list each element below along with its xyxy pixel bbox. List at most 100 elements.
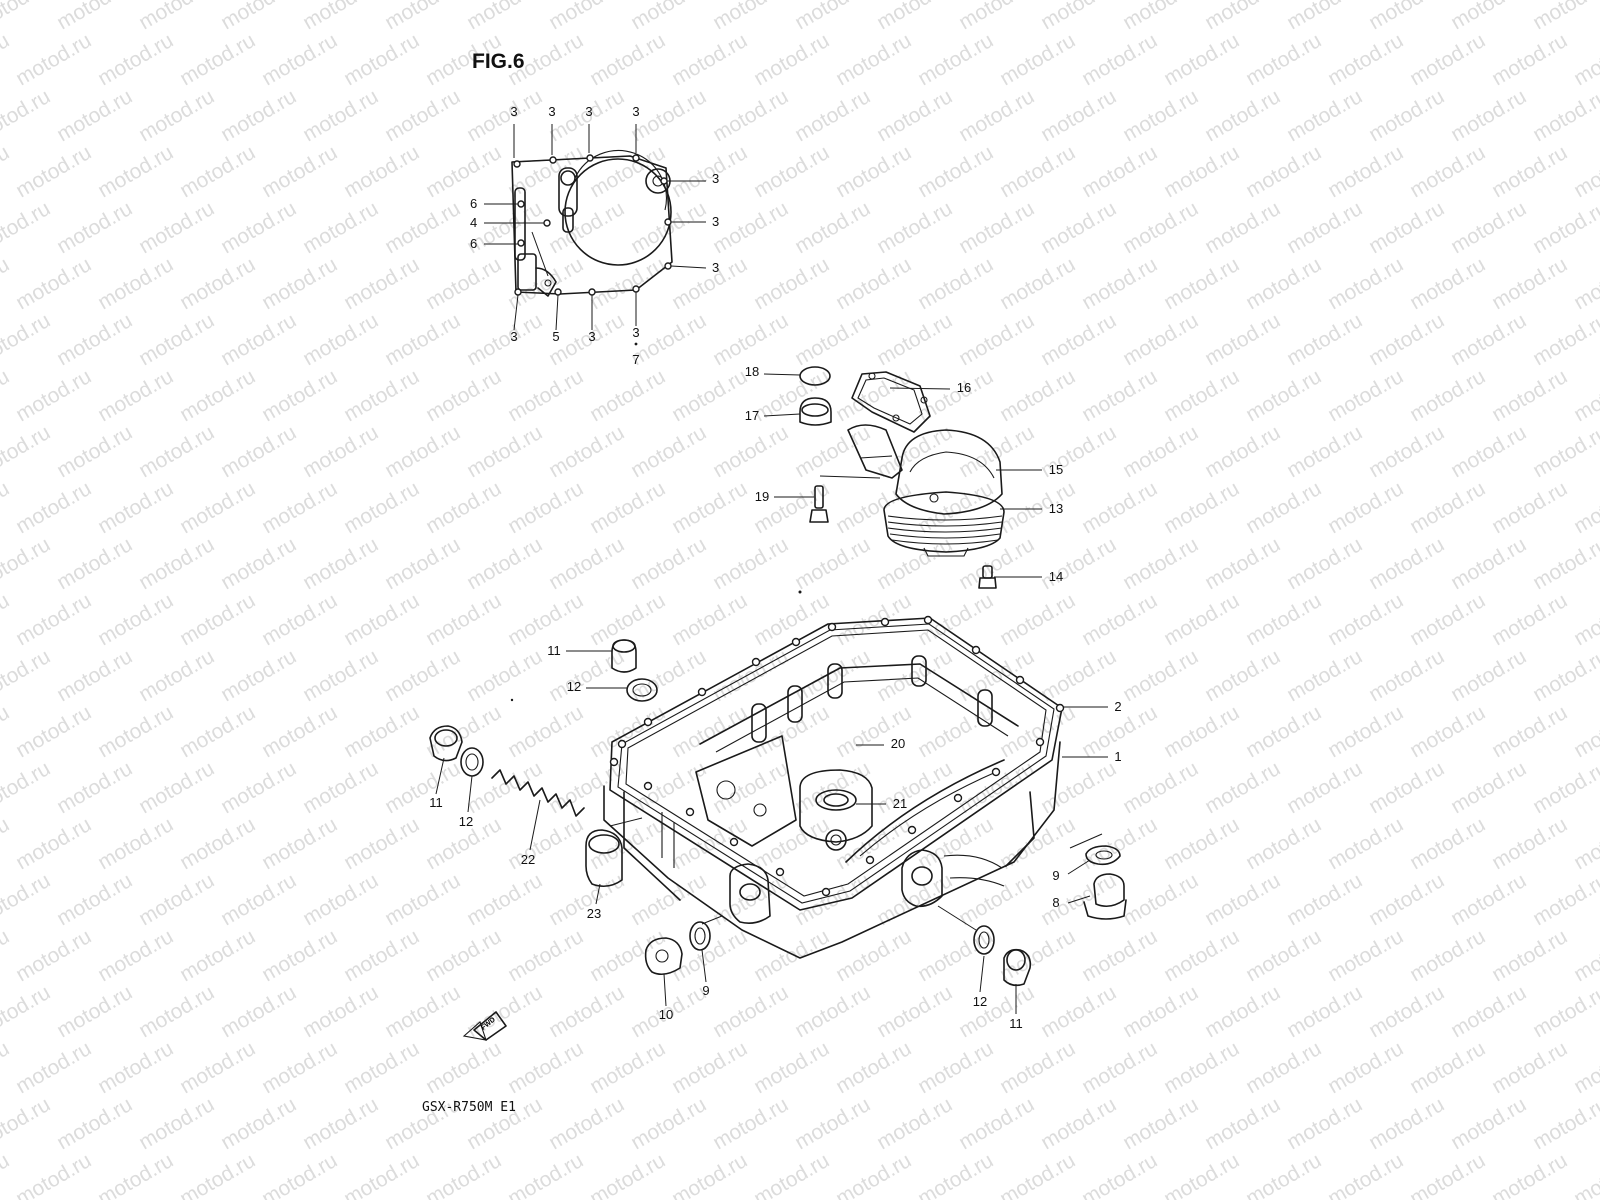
watermark-text: motod.ru bbox=[791, 0, 874, 34]
watermark-text: motod.ru bbox=[53, 421, 136, 482]
watermark-text: motod.ru bbox=[1324, 701, 1407, 762]
watermark-text: motod.ru bbox=[1529, 421, 1600, 482]
watermark-text: motod.ru bbox=[914, 365, 997, 426]
watermark-text: motod.ru bbox=[586, 477, 669, 538]
leader-line bbox=[435, 757, 445, 795]
watermark-text: motod.ru bbox=[94, 701, 177, 762]
watermark-text: motod.ru bbox=[422, 365, 505, 426]
watermark-text: motod.ru bbox=[53, 0, 136, 34]
watermark-text: motod.ru bbox=[545, 981, 628, 1042]
watermark-text: motod.ru bbox=[176, 589, 259, 650]
watermark-text: motod.ru bbox=[1406, 477, 1489, 538]
watermark-text: motod.ru bbox=[1324, 477, 1407, 538]
watermark-text: motod.ru bbox=[545, 1093, 628, 1154]
watermark-text: motod.ru bbox=[217, 981, 300, 1042]
watermark-text: motod.ru bbox=[135, 421, 218, 482]
watermark-text: motod.ru bbox=[1324, 253, 1407, 314]
watermark-text: motod.ru bbox=[1242, 589, 1325, 650]
watermark-text: motod.ru bbox=[1242, 925, 1325, 986]
watermark-text: motod.ru bbox=[463, 645, 546, 706]
watermark-text: motod.ru bbox=[1488, 141, 1571, 202]
watermark-text: motod.ru bbox=[873, 85, 956, 146]
watermark-text: motod.ru bbox=[1078, 1149, 1161, 1200]
watermark-text: motod.ru bbox=[1242, 253, 1325, 314]
watermark-text: motod.ru bbox=[258, 477, 341, 538]
watermark-text: motod.ru bbox=[955, 1093, 1038, 1154]
watermark-text: motod.ru bbox=[996, 253, 1079, 314]
watermark-text: motod.ru bbox=[1488, 29, 1571, 90]
watermark-text: motod.ru bbox=[94, 141, 177, 202]
watermark-text: motod.ru bbox=[1570, 141, 1600, 202]
watermark-text: motod.ru bbox=[463, 981, 546, 1042]
watermark-text: motod.ru bbox=[1570, 365, 1600, 426]
watermark-text: motod.ru bbox=[668, 477, 751, 538]
part-callout-3: 3 bbox=[510, 104, 517, 119]
watermark-text: motod.ru bbox=[873, 981, 956, 1042]
watermark-text: motod.ru bbox=[1078, 253, 1161, 314]
watermark-text: motod.ru bbox=[340, 701, 423, 762]
watermark-text: motod.ru bbox=[1242, 701, 1325, 762]
watermark-text: motod.ru bbox=[1037, 197, 1120, 258]
watermark-text: motod.ru bbox=[217, 533, 300, 594]
watermark-text: motod.ru bbox=[668, 1037, 751, 1098]
part-callout-22: 22 bbox=[521, 852, 535, 867]
watermark-text: motod.ru bbox=[135, 533, 218, 594]
watermark-text: motod.ru bbox=[1570, 701, 1600, 762]
watermark-text: motod.ru bbox=[1242, 477, 1325, 538]
watermark-text: motod.ru bbox=[709, 533, 792, 594]
watermark-text: motod.ru bbox=[1529, 757, 1600, 818]
watermark-text: motod.ru bbox=[1324, 589, 1407, 650]
part-callout-16: 16 bbox=[957, 380, 971, 395]
watermark-text: motod.ru bbox=[586, 365, 669, 426]
watermark-text: motod.ru bbox=[299, 533, 382, 594]
watermark-text: motod.ru bbox=[340, 813, 423, 874]
watermark-text: motod.ru bbox=[299, 869, 382, 930]
part-callout-12: 12 bbox=[459, 814, 473, 829]
watermark-text: motod.ru bbox=[176, 701, 259, 762]
watermark-text: motod.ru bbox=[791, 981, 874, 1042]
watermark-text: motod.ru bbox=[1119, 309, 1202, 370]
watermark-text: motod.ru bbox=[1037, 309, 1120, 370]
watermark-text: motod.ru bbox=[299, 197, 382, 258]
watermark-text: motod.ru bbox=[1570, 477, 1600, 538]
watermark-text: motod.ru bbox=[258, 29, 341, 90]
watermark-text: motod.ru bbox=[0, 925, 13, 986]
watermark-text: motod.ru bbox=[135, 309, 218, 370]
watermark-text: motod.ru bbox=[1160, 925, 1243, 986]
model-code-label: GSX-R750M E1 bbox=[422, 1100, 516, 1115]
watermark-text: motod.ru bbox=[1447, 0, 1530, 34]
watermark-text: motod.ru bbox=[12, 701, 95, 762]
watermark-text: motod.ru bbox=[422, 1149, 505, 1200]
part-callout-23: 23 bbox=[587, 906, 601, 921]
watermark-text: motod.ru bbox=[750, 29, 833, 90]
watermark-text: motod.ru bbox=[0, 1037, 13, 1098]
watermark-text: motod.ru bbox=[0, 645, 54, 706]
watermark-text: motod.ru bbox=[914, 813, 997, 874]
watermark-text: motod.ru bbox=[1242, 29, 1325, 90]
watermark-text: motod.ru bbox=[1529, 309, 1600, 370]
watermark-text: motod.ru bbox=[627, 645, 710, 706]
watermark-text: motod.ru bbox=[381, 85, 464, 146]
watermark-text: motod.ru bbox=[381, 0, 464, 34]
watermark-text: motod.ru bbox=[463, 421, 546, 482]
leader-line bbox=[763, 413, 801, 417]
watermark-text: motod.ru bbox=[299, 85, 382, 146]
leader-lines bbox=[435, 124, 1108, 1014]
leader-line bbox=[529, 799, 541, 851]
watermark-text: motod.ru bbox=[1570, 29, 1600, 90]
part-callout-18: 18 bbox=[745, 364, 759, 379]
watermark-text: motod.ru bbox=[0, 0, 54, 34]
watermark-text: motod.ru bbox=[12, 1149, 95, 1200]
part-callout-14: 14 bbox=[1049, 569, 1063, 584]
watermark-text: motod.ru bbox=[750, 589, 833, 650]
watermark-text: motod.ru bbox=[340, 365, 423, 426]
watermark-text: motod.ru bbox=[873, 645, 956, 706]
watermark-text: motod.ru bbox=[463, 757, 546, 818]
watermark-text: motod.ru bbox=[586, 29, 669, 90]
watermark-text: motod.ru bbox=[1119, 757, 1202, 818]
watermark-text: motod.ru bbox=[1119, 1093, 1202, 1154]
watermark-text: motod.ru bbox=[1324, 925, 1407, 986]
watermark-text: motod.ru bbox=[1242, 141, 1325, 202]
